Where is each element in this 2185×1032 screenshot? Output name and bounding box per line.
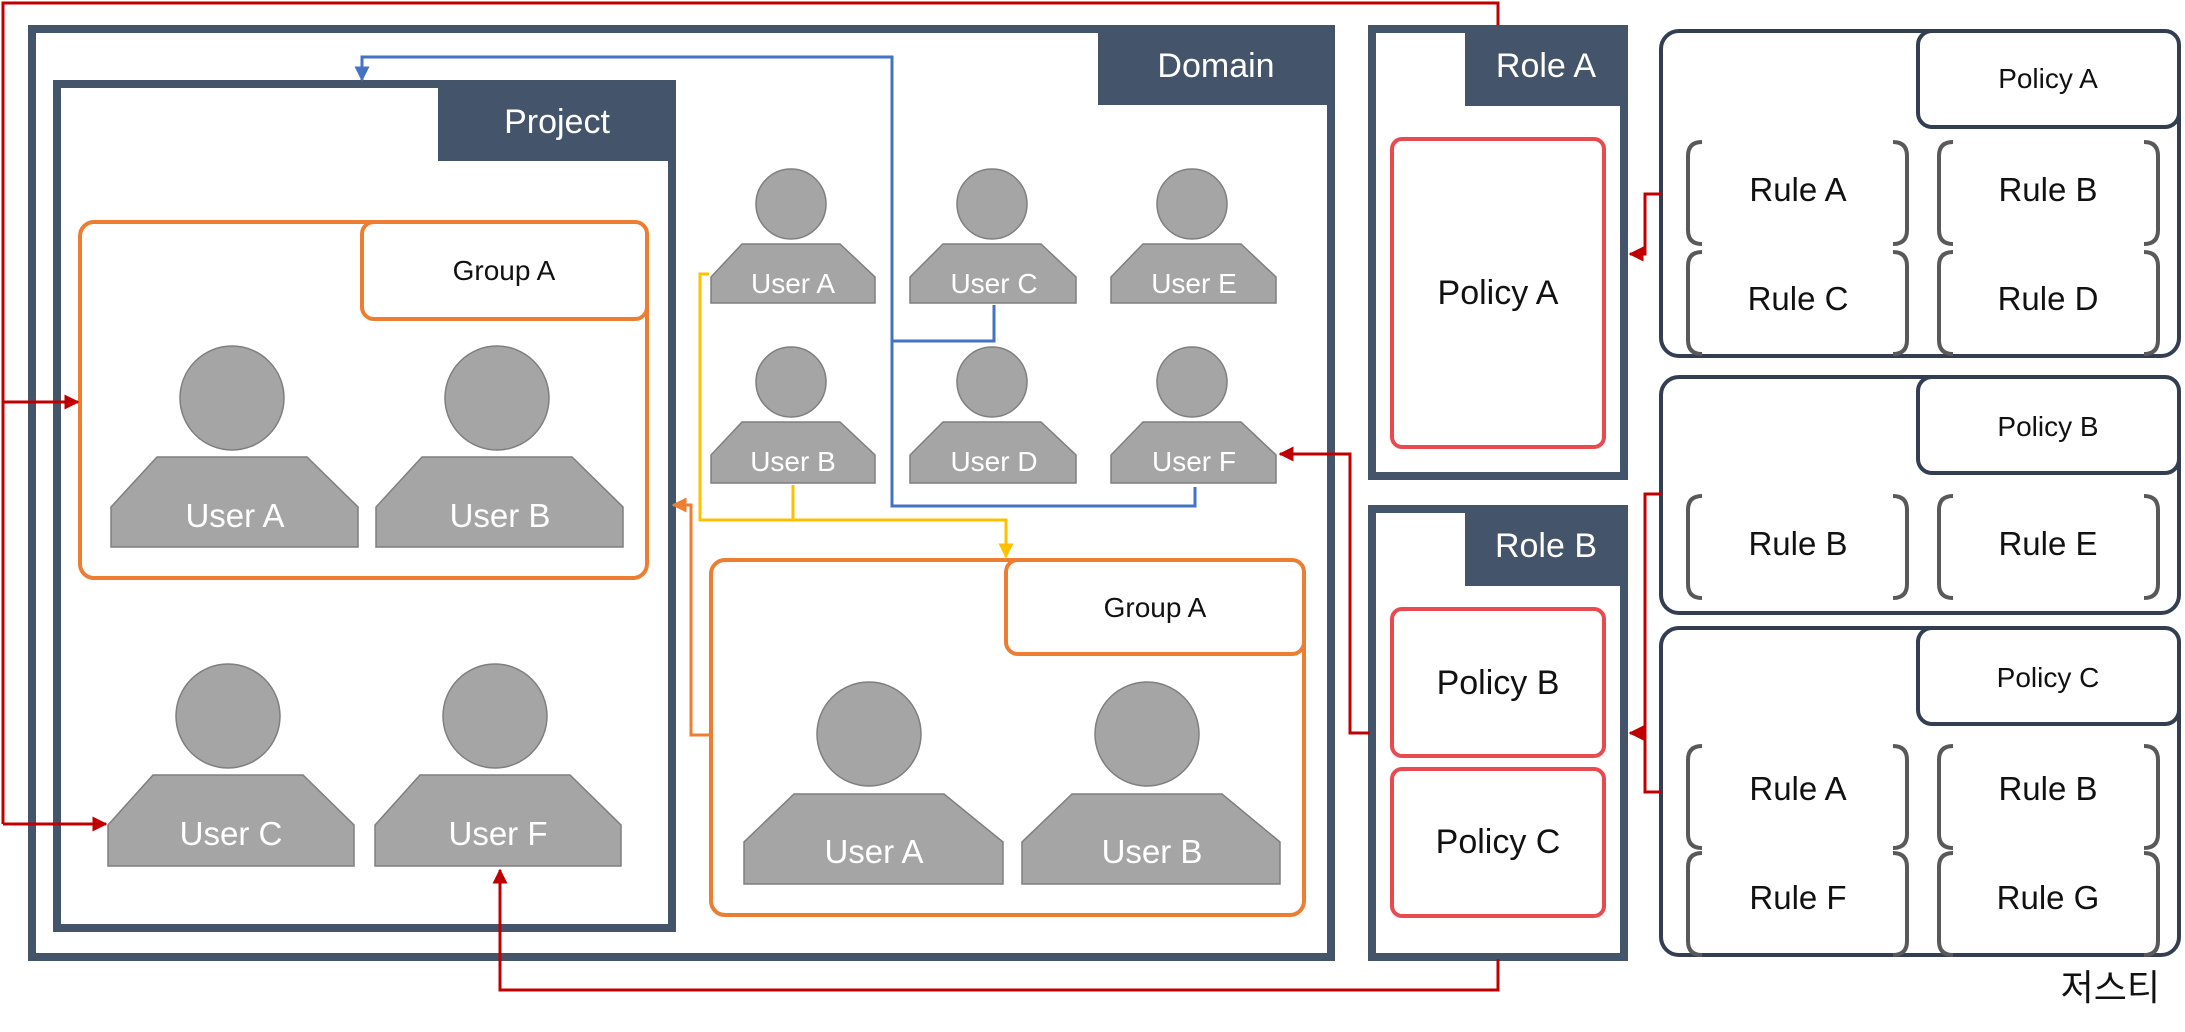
role-b-policy-card	[1390, 767, 1606, 918]
policy-c-label: Policy C	[1997, 662, 2100, 693]
user-avatar: User A	[110, 345, 359, 548]
user-avatar: User B	[710, 346, 876, 484]
user-avatar: User A	[710, 168, 876, 304]
project-group-label: Group A	[453, 255, 556, 286]
rule-item: Rule G	[1937, 851, 2160, 957]
rule-label: Rule E	[1998, 525, 2097, 562]
role-b-label: Role B	[1495, 527, 1597, 565]
rule-item: Rule B	[1937, 744, 2160, 850]
rule-label: Rule A	[1749, 171, 1846, 208]
role-b-to-user-f-connector	[492, 868, 1500, 992]
user-avatar: User C	[107, 663, 355, 867]
project-group-header	[360, 220, 649, 321]
user-avatar: User F	[1110, 346, 1277, 484]
group-to-group-orange-connector	[671, 497, 709, 737]
rule-label: Rule A	[1749, 770, 1846, 807]
rule-label: Rule D	[1998, 280, 2099, 317]
rule-item: Rule A	[1686, 140, 1909, 246]
role-a-policy-label: Policy A	[1438, 274, 1559, 312]
user-avatar: User A	[743, 681, 1004, 885]
user-c-to-project-blue-connector	[892, 305, 996, 343]
project-group-box	[78, 220, 649, 580]
policy-b-label: Policy B	[1997, 411, 2098, 442]
domain-box	[28, 25, 1335, 961]
role-b-policy-card	[1390, 607, 1606, 758]
role-b-policy-label: Policy C	[1436, 823, 1561, 861]
user-avatar: User B	[375, 345, 624, 548]
role-a-connector	[1, 1, 1500, 824]
user-avatar: User C	[909, 168, 1077, 304]
user-label: User A	[824, 833, 923, 870]
role-a-label: Role A	[1496, 47, 1596, 85]
role-b-to-domain-user-f-connector	[1278, 446, 1370, 735]
policy-a-header	[1916, 29, 2181, 129]
user-label: User A	[185, 497, 284, 534]
user-label: User A	[751, 268, 835, 299]
domain-group-header	[1004, 558, 1306, 656]
user-label: User B	[750, 446, 836, 477]
user-label: User D	[950, 446, 1037, 477]
domain-group-box	[709, 558, 1306, 917]
rule-label: Rule G	[1997, 879, 2100, 916]
project-label: Project	[504, 103, 610, 141]
rule-item: Rule D	[1937, 250, 2160, 356]
policy-b-header	[1916, 375, 2181, 475]
role-b-policy-label: Policy B	[1437, 664, 1560, 702]
user-avatar: User D	[909, 346, 1077, 484]
users-to-project-blue-connector	[354, 55, 1197, 508]
role-a-policy-card	[1390, 137, 1606, 449]
rule-label: Rule C	[1748, 280, 1849, 317]
policy-a-label: Policy A	[1998, 63, 2098, 94]
rule-item: Rule B	[1686, 494, 1909, 600]
domain-label: Domain	[1157, 47, 1274, 85]
rule-label: Rule B	[1748, 525, 1847, 562]
user-avatar: User E	[1110, 168, 1277, 304]
role-b-header	[1465, 505, 1628, 586]
role-a-header	[1465, 25, 1628, 106]
user-avatar: User F	[374, 663, 622, 867]
user-label: User C	[180, 815, 283, 852]
user-label: User C	[950, 268, 1037, 299]
policy-c-header	[1916, 626, 2181, 726]
rule-label: Rule B	[1998, 770, 2097, 807]
policy-a-to-role-a-connector	[1628, 192, 1661, 262]
domain-group-label: Group A	[1104, 592, 1207, 623]
user-label: User F	[449, 815, 548, 852]
rule-label: Rule B	[1998, 171, 2097, 208]
rule-item: Rule A	[1686, 744, 1909, 850]
project-header	[438, 80, 676, 161]
user-a-to-group-yellow-connector	[698, 272, 1014, 559]
policy-bc-to-role-b-connector	[1643, 492, 1661, 794]
signature-text: 저스티	[2061, 967, 2160, 1008]
user-label: User B	[450, 497, 551, 534]
rule-item: Rule E	[1937, 494, 2160, 600]
rule-item: Rule C	[1686, 250, 1909, 356]
user-label: User E	[1151, 268, 1237, 299]
rule-label: Rule F	[1749, 879, 1846, 916]
domain-header	[1098, 25, 1335, 105]
rule-item: Rule B	[1937, 140, 2160, 246]
user-avatar: User B	[1021, 681, 1281, 885]
user-label: User F	[1152, 446, 1236, 477]
rule-item: Rule F	[1686, 851, 1909, 957]
user-label: User B	[1102, 833, 1203, 870]
